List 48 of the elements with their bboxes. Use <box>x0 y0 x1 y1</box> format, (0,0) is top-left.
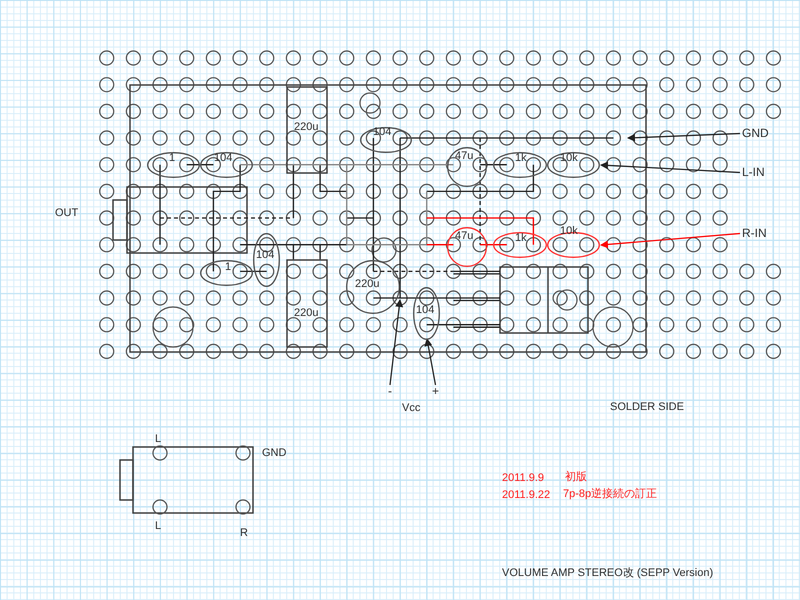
leader-line <box>627 132 740 142</box>
terminal-sign: - <box>388 385 392 398</box>
pin-label: L <box>155 520 162 533</box>
component-outline <box>360 127 412 153</box>
terminal-label: L-IN <box>742 166 765 179</box>
component-value: 1 <box>225 261 232 273</box>
note-text: 初版 <box>565 471 587 484</box>
component-outline <box>493 152 547 178</box>
side-label: SOLDER SIDE <box>610 401 684 414</box>
component-outline <box>447 147 487 187</box>
leader-line <box>424 338 436 386</box>
component-value: 10k <box>560 152 578 164</box>
leader-line <box>600 161 740 174</box>
note-text: 7p-8p逆接続の訂正 <box>563 488 658 501</box>
component-value: 104 <box>214 152 232 164</box>
component-outline <box>447 227 487 267</box>
component-value: 104 <box>416 304 434 316</box>
supply-label: Vcc <box>402 402 420 415</box>
component-value: 1 <box>169 152 176 164</box>
leader-line <box>389 299 404 386</box>
date-text: 2011.9.22 <box>502 489 550 502</box>
capacitor-outline <box>287 87 327 173</box>
component-outline <box>493 232 547 258</box>
component-value: 220u <box>294 307 318 319</box>
component-outline <box>200 260 253 286</box>
output-label: OUT <box>55 207 78 220</box>
component-value: 47u <box>455 150 474 162</box>
pin-label: GND <box>262 447 286 460</box>
title-text: VOLUME AMP STEREO改 (SEPP Version) <box>502 567 714 580</box>
component-outline <box>346 260 400 314</box>
component-outline <box>200 152 253 178</box>
component-value: 220u <box>355 278 380 290</box>
component-value: 1k <box>515 232 527 244</box>
pin-label: L <box>155 433 162 446</box>
component-value: 104 <box>256 249 274 261</box>
date-text: 2011.9.9 <box>502 472 544 485</box>
capacitor-outline <box>287 260 327 347</box>
terminal-label: GND <box>742 127 769 140</box>
component-outline <box>147 152 200 178</box>
terminal-sign: + <box>432 385 440 398</box>
component-value: 47u <box>455 230 474 242</box>
component-value: 220u <box>294 121 318 133</box>
component-outline <box>413 287 440 340</box>
component-outline <box>547 152 600 178</box>
pin-label: R <box>240 527 248 540</box>
component-value: 1k <box>515 152 527 164</box>
terminal-label: R-IN <box>742 227 767 240</box>
component-outline <box>253 233 280 287</box>
